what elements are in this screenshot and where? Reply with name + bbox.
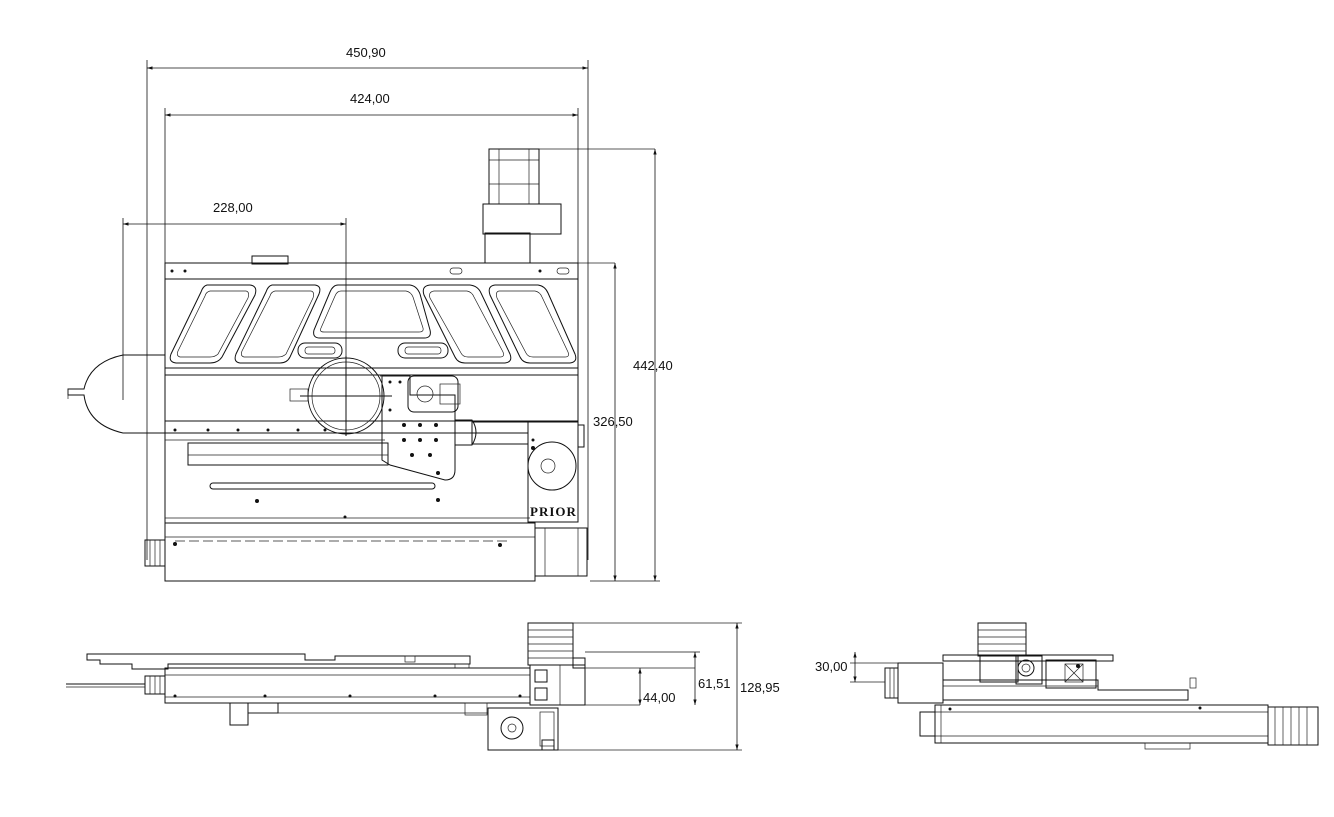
dim-overall-height: 442,40 — [633, 358, 673, 373]
dim-overall-width: 450,90 — [346, 45, 386, 60]
top-view: PRIOR 450,90 424,00 228,00 442,40 — [67, 45, 673, 582]
dim-front-128: 128,95 — [740, 680, 780, 695]
plate-windows — [169, 284, 577, 364]
front-view: 44,00 61,51 128,95 — [66, 622, 780, 751]
dim-inner-width: 424,00 — [350, 91, 390, 106]
dim-side-30: 30,00 — [815, 659, 848, 674]
dim-front-44: 44,00 — [643, 690, 676, 705]
dim-inner-height: 326,50 — [593, 414, 633, 429]
side-view: 30,00 — [815, 622, 1319, 750]
dim-front-61: 61,51 — [698, 676, 731, 691]
dim-center-offset: 228,00 — [213, 200, 253, 215]
brand-label: PRIOR — [530, 504, 577, 519]
